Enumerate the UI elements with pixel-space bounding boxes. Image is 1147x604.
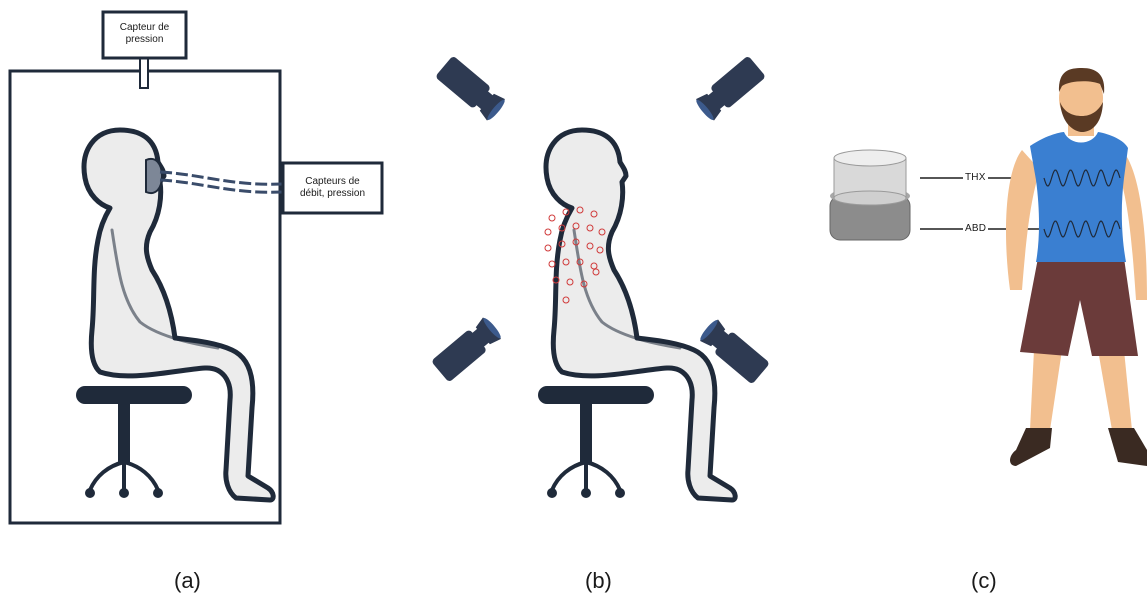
- marker-cluster: [544, 206, 606, 304]
- pressure-port: [139, 57, 149, 89]
- panel-c: [829, 68, 1147, 466]
- motion-marker: [562, 208, 570, 216]
- flow-sensors-label: Capteurs de débit, pression: [299, 176, 366, 199]
- acquisition-device: [829, 149, 911, 241]
- motion-marker: [576, 206, 584, 214]
- motion-marker: [552, 276, 560, 284]
- seated-person-b: [538, 130, 735, 500]
- motion-marker: [580, 280, 588, 288]
- panel-b: [430, 55, 771, 500]
- motion-marker: [566, 278, 574, 286]
- motion-marker: [562, 296, 570, 304]
- motion-marker: [544, 228, 552, 236]
- motion-marker: [598, 228, 606, 236]
- motion-marker: [548, 214, 556, 222]
- motion-marker: [586, 224, 594, 232]
- flow-tube: [159, 170, 283, 194]
- pressure-sensor-label: Capteur de pression: [119, 22, 170, 45]
- motion-marker: [576, 258, 584, 266]
- standing-man: [1006, 68, 1147, 466]
- motion-marker: [572, 222, 580, 230]
- panel-c-label: (c): [971, 568, 997, 593]
- motion-marker: [590, 210, 598, 218]
- abd-label: ABD: [963, 223, 989, 234]
- motion-marker: [548, 260, 556, 268]
- flow-sensor-box: [281, 161, 384, 215]
- motion-marker: [558, 240, 566, 248]
- face-mask: [145, 158, 164, 194]
- camera-bottom-left: [430, 315, 504, 383]
- abd-waveform: [1043, 220, 1121, 238]
- motion-marker: [596, 246, 604, 254]
- panel-b-label: (b): [585, 568, 612, 593]
- motion-marker: [558, 224, 566, 232]
- motion-marker: [544, 244, 552, 252]
- panel-a-label: (a): [174, 568, 201, 593]
- panel-a: [8, 10, 384, 525]
- motion-marker: [592, 268, 600, 276]
- thx-label: THX: [963, 172, 988, 183]
- motion-marker: [572, 238, 580, 246]
- motion-marker: [590, 262, 598, 270]
- seated-person-a: [76, 130, 273, 500]
- camera-top-right: [693, 55, 767, 123]
- motion-marker: [562, 258, 570, 266]
- thx-waveform: [1043, 169, 1121, 187]
- pressure-sensor-box: [101, 10, 188, 60]
- motion-marker: [586, 242, 594, 250]
- camera-top-left: [434, 55, 508, 123]
